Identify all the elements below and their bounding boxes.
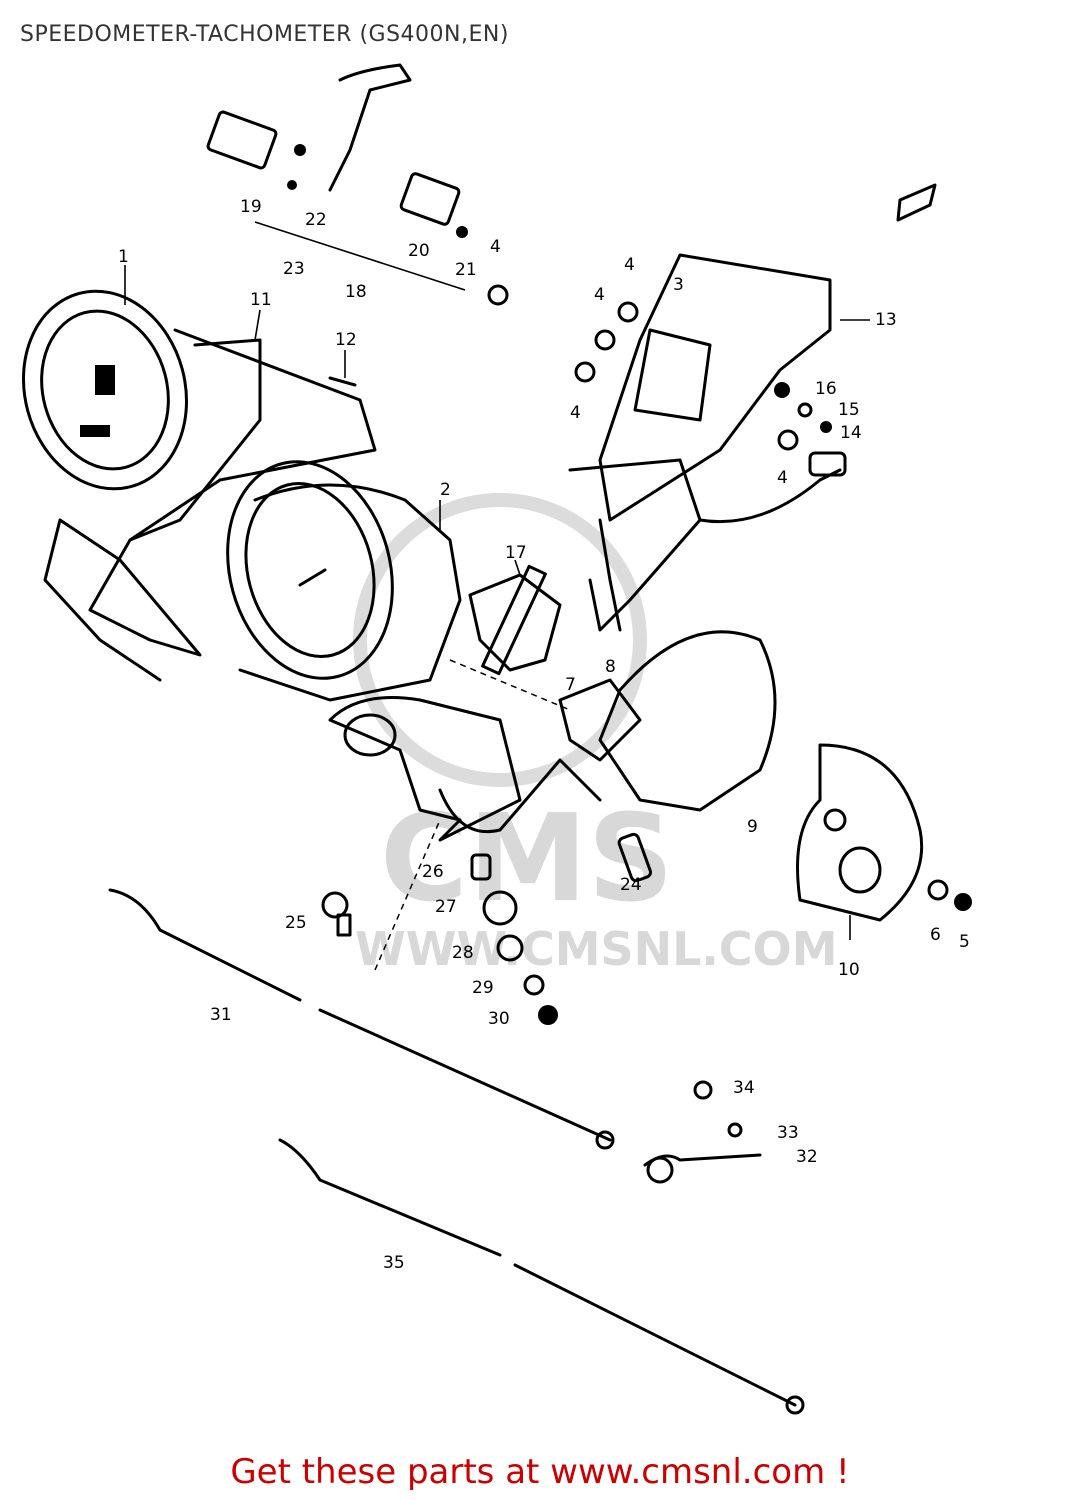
callout-3: 3 (673, 275, 684, 295)
part-bracket (468, 564, 562, 676)
part-speedometer-housing (22, 289, 377, 682)
callout-4a: 4 (490, 237, 501, 257)
part-indicator-housing (568, 253, 842, 632)
callout-34: 34 (733, 1078, 755, 1098)
callout-23: 23 (283, 259, 305, 279)
callout-10: 10 (838, 960, 860, 980)
leader-lines (124, 221, 870, 971)
part-tachometer (226, 460, 462, 702)
callout-4c: 4 (594, 285, 605, 305)
callout-32: 32 (796, 1147, 818, 1167)
callout-21: 21 (455, 260, 477, 280)
callout-12: 12 (335, 330, 357, 350)
callout-11: 11 (250, 290, 272, 310)
callout-4e: 4 (777, 468, 788, 488)
callout-13: 13 (875, 310, 897, 330)
callout-35: 35 (383, 1253, 405, 1273)
callout-14: 14 (840, 423, 862, 443)
callout-9: 9 (747, 817, 758, 837)
callout-28: 28 (452, 943, 474, 963)
callout-29: 29 (472, 978, 494, 998)
callout-8: 8 (605, 657, 616, 677)
callout-30: 30 (488, 1009, 510, 1029)
callout-27: 27 (435, 897, 457, 917)
footer-cta[interactable]: Get these parts at www.cmsnl.com ! (230, 1452, 850, 1492)
watermark-url: WWW.CMSNL.COM (355, 922, 838, 976)
callout-25: 25 (285, 913, 307, 933)
callout-20: 20 (408, 241, 430, 261)
callout-7: 7 (565, 675, 576, 695)
callout-31: 31 (210, 1005, 232, 1025)
part-headlight-shell (796, 743, 924, 922)
callout-15: 15 (838, 400, 860, 420)
page-title: SPEEDOMETER-TACHOMETER (GS400N,EN) (20, 22, 509, 47)
callout-5: 5 (959, 932, 970, 952)
callout-2: 2 (440, 480, 451, 500)
callout-labels: 1 2 3 4 4 4 4 4 5 6 7 8 9 10 11 12 13 14… (118, 197, 970, 1273)
callout-26: 26 (422, 862, 444, 882)
callout-4d: 4 (570, 403, 581, 423)
callout-33: 33 (777, 1123, 799, 1143)
callout-1: 1 (118, 247, 129, 267)
callout-6: 6 (930, 925, 941, 945)
callout-19: 19 (240, 197, 262, 217)
watermark: CMS WWW.CMSNL.COM (353, 493, 838, 976)
callout-16: 16 (815, 379, 837, 399)
callout-24: 24 (620, 875, 642, 895)
callout-4b: 4 (624, 255, 635, 275)
callout-17: 17 (505, 543, 527, 563)
callout-22: 22 (305, 210, 327, 230)
part-cables (108, 888, 805, 1415)
part-mount-plate (328, 630, 777, 842)
callout-18: 18 (345, 282, 367, 302)
part-hardware (206, 63, 972, 1025)
